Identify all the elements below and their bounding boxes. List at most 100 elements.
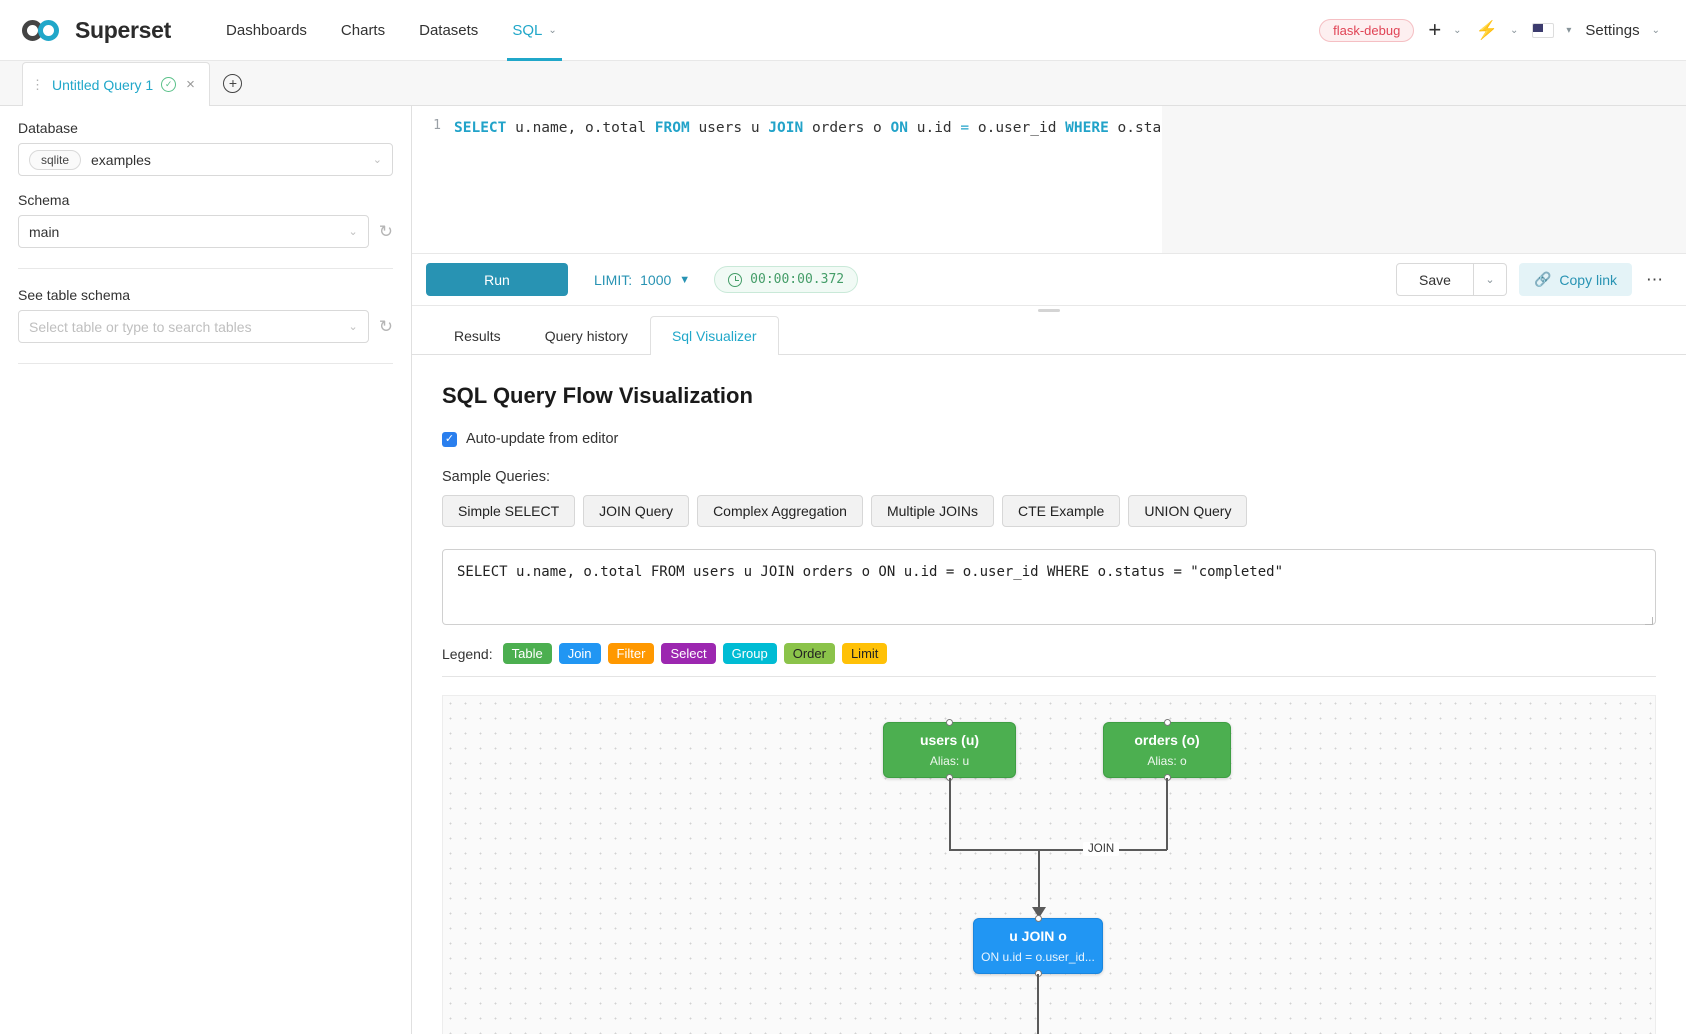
language-selector[interactable]: ▾ bbox=[1532, 22, 1571, 38]
chevron-down-icon: ⌄ bbox=[1509, 24, 1519, 36]
copy-link-label: Copy link bbox=[1559, 271, 1617, 288]
save-dropdown-chevron-icon[interactable]: ⌄ bbox=[1473, 263, 1507, 296]
sample-query-simple-select[interactable]: Simple SELECT bbox=[442, 495, 576, 527]
legend-chip-join: Join bbox=[558, 643, 601, 664]
sql-textarea[interactable] bbox=[442, 549, 1656, 625]
toolbar-right: Save ⌄ 🔗 Copy link ⋯ bbox=[1396, 263, 1666, 296]
timer-value: 00:00:00.372 bbox=[750, 272, 845, 287]
schema-select[interactable]: main ⌄ bbox=[18, 215, 369, 248]
settings-menu-button[interactable]: Settings ⌄ bbox=[1585, 22, 1660, 39]
nav-link-sql[interactable]: SQL ⌄ bbox=[495, 0, 573, 61]
right-editor-panel: 1 SELECT u.name, o.total FROM users u JO… bbox=[412, 106, 1686, 1034]
bolt-icon: ⚡ bbox=[1475, 20, 1498, 40]
tab-sql-visualizer[interactable]: Sql Visualizer bbox=[649, 316, 779, 355]
sample-queries-label: Sample Queries: bbox=[442, 469, 550, 485]
run-button[interactable]: Run bbox=[426, 263, 568, 296]
link-icon: 🔗 bbox=[1533, 271, 1552, 287]
panel-resize-handle[interactable] bbox=[412, 306, 1686, 315]
sample-query-union-query[interactable]: UNION Query bbox=[1128, 495, 1248, 527]
auto-update-label: Auto-update from editor bbox=[466, 431, 619, 447]
limit-dropdown[interactable]: LIMIT: 1000 ▼ bbox=[594, 272, 690, 288]
chevron-down-icon: ⌄ bbox=[372, 154, 382, 166]
left-query-panel: Database sqlite examples ⌄ Schema main ⌄… bbox=[0, 106, 412, 1034]
graph-node-orders-title: orders (o) bbox=[1134, 731, 1200, 748]
graph-node-orders-subtitle: Alias: o bbox=[1147, 754, 1187, 769]
table-search-select[interactable]: Select table or type to search tables ⌄ bbox=[18, 310, 369, 343]
sample-query-multiple-joins[interactable]: Multiple JOINs bbox=[870, 495, 994, 527]
graph-node-users-title: users (u) bbox=[919, 731, 980, 748]
editor-toolbar: Run LIMIT: 1000 ▼ 00:00:00.372 Save ⌄ 🔗 … bbox=[412, 254, 1686, 306]
tab-query-history[interactable]: Query history bbox=[544, 328, 628, 344]
editor-gutter-line-number: 1 bbox=[412, 106, 450, 138]
result-tabs: Results Query history Sql Visualizer bbox=[412, 315, 1686, 355]
bolt-menu-button[interactable]: ⚡ ⌄ bbox=[1476, 21, 1519, 39]
sql-visualizer-panel: SQL Query Flow Visualization ✓ Auto-upda… bbox=[412, 355, 1686, 1034]
flow-canvas[interactable]: users (u) Alias: u orders (o) Alias: o bbox=[442, 695, 1656, 1034]
graph-node-orders[interactable]: orders (o) Alias: o bbox=[1103, 719, 1231, 781]
sample-query-join-query[interactable]: JOIN Query bbox=[583, 495, 690, 527]
us-flag-icon bbox=[1532, 22, 1555, 38]
chevron-down-icon: ⌄ bbox=[548, 24, 557, 36]
sample-query-cte-example[interactable]: CTE Example bbox=[1001, 495, 1121, 527]
node-port-top bbox=[1163, 719, 1171, 726]
nav-link-datasets-label: Datasets bbox=[419, 21, 479, 39]
auto-update-row: ✓ Auto-update from editor bbox=[442, 431, 1656, 447]
legend: Legend: Table Join Filter Select Group O… bbox=[442, 643, 1656, 677]
close-icon[interactable]: × bbox=[186, 76, 195, 93]
edge-orders-down bbox=[1166, 778, 1168, 850]
panel-divider bbox=[18, 268, 393, 269]
refresh-tables-icon[interactable]: ↻ bbox=[378, 317, 393, 336]
main-split: Database sqlite examples ⌄ Schema main ⌄… bbox=[0, 106, 1686, 1034]
limit-value: 1000 bbox=[640, 271, 672, 288]
schema-field-group: Schema main ⌄ ↻ bbox=[18, 192, 393, 248]
schema-value: main bbox=[29, 223, 60, 240]
tab-results[interactable]: Results bbox=[454, 328, 501, 344]
edge-users-across bbox=[949, 849, 1167, 851]
nav-link-dashboards-label: Dashboards bbox=[226, 21, 307, 39]
database-select[interactable]: sqlite examples ⌄ bbox=[18, 143, 393, 176]
infinity-logo-icon bbox=[22, 18, 66, 42]
sample-queries-row: Simple SELECT JOIN Query Complex Aggrega… bbox=[442, 495, 1656, 527]
save-button[interactable]: Save bbox=[1396, 263, 1474, 296]
add-query-tab-button[interactable]: + bbox=[209, 61, 256, 105]
legend-chip-order: Order bbox=[783, 643, 835, 664]
more-options-icon[interactable]: ⋯ bbox=[1646, 269, 1664, 289]
limit-label: LIMIT: bbox=[594, 271, 633, 288]
legend-chip-group: Group bbox=[722, 643, 777, 664]
nav-link-sql-label: SQL bbox=[512, 21, 543, 39]
query-timer-badge: 00:00:00.372 bbox=[714, 266, 859, 293]
nav-link-datasets[interactable]: Datasets bbox=[402, 0, 495, 61]
edge-users-down bbox=[949, 778, 951, 850]
legend-chip-limit: Limit bbox=[841, 643, 888, 664]
sql-editor[interactable]: 1 SELECT u.name, o.total FROM users u JO… bbox=[412, 106, 1686, 254]
navbar-right: flask-debug + ⌄ ⚡ ⌄ ▾ Settings ⌄ bbox=[1319, 18, 1660, 42]
copy-link-button[interactable]: 🔗 Copy link bbox=[1518, 263, 1632, 296]
settings-label: Settings bbox=[1585, 21, 1640, 39]
drag-handle-icon[interactable]: ⋮ bbox=[31, 77, 44, 92]
nav-links: Dashboards Charts Datasets SQL ⌄ bbox=[209, 0, 574, 61]
save-button-group: Save ⌄ bbox=[1396, 263, 1507, 296]
sample-query-complex-aggregation[interactable]: Complex Aggregation bbox=[697, 495, 863, 527]
new-menu-button[interactable]: + ⌄ bbox=[1428, 19, 1461, 41]
graph-node-join-title: u JOIN o bbox=[1009, 927, 1067, 944]
graph-node-users-subtitle: Alias: u bbox=[929, 754, 970, 769]
nav-link-charts[interactable]: Charts bbox=[324, 0, 402, 61]
nav-link-dashboards[interactable]: Dashboards bbox=[209, 0, 324, 61]
graph-node-join[interactable]: u JOIN o ON u.id = o.user_id... bbox=[973, 915, 1103, 977]
plus-icon: + bbox=[1428, 17, 1442, 42]
query-tab-untitled-query-1[interactable]: ⋮ Untitled Query 1 ✓ × bbox=[22, 62, 210, 106]
database-value: examples bbox=[91, 151, 151, 168]
textarea-resize-corner-icon[interactable] bbox=[1645, 617, 1653, 625]
chevron-down-icon: ⌄ bbox=[348, 226, 358, 238]
superset-logo[interactable]: Superset bbox=[22, 17, 171, 44]
resize-grip-icon bbox=[1038, 309, 1060, 312]
auto-update-checkbox[interactable]: ✓ bbox=[442, 431, 457, 447]
graph-node-users[interactable]: users (u) Alias: u bbox=[883, 719, 1016, 781]
editor-background bbox=[1162, 106, 1686, 253]
database-label: Database bbox=[18, 120, 78, 136]
legend-chip-select: Select bbox=[661, 643, 716, 664]
schema-label: Schema bbox=[18, 192, 70, 208]
graph-node-join-subtitle: ON u.id = o.user_id... bbox=[981, 950, 1095, 965]
check-circle-icon: ✓ bbox=[161, 77, 177, 92]
refresh-schema-icon[interactable]: ↻ bbox=[378, 222, 393, 241]
